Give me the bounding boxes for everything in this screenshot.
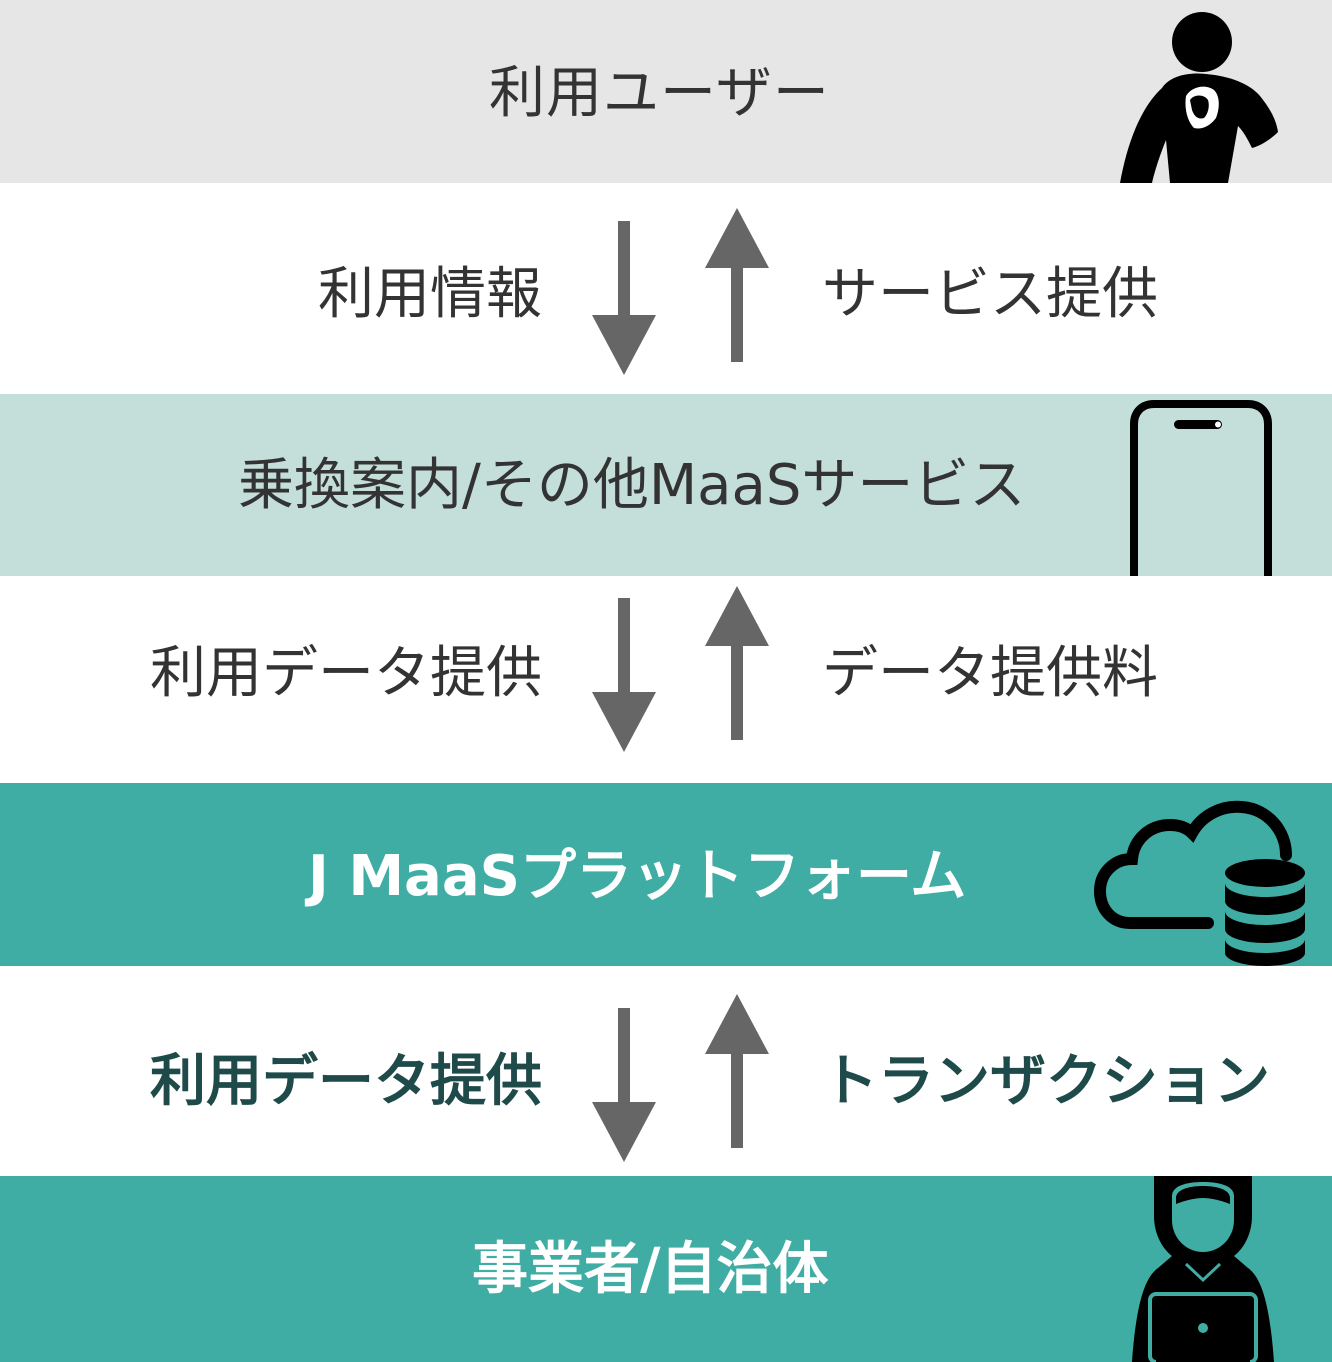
operator-layer: 事業者/自治体 [0, 1176, 1332, 1362]
flow-user-service: 利用情報 サービス提供 [0, 183, 1332, 394]
platform-layer: J MaaSプラットフォーム [0, 783, 1332, 966]
flow-up-label-transaction: トランザクション [822, 1049, 1270, 1114]
flow-down-label-usage-info: 利用情報 [318, 262, 542, 327]
arrow-up-icon [705, 586, 769, 740]
smartphone-icon [1130, 400, 1272, 576]
arrow-down-icon [592, 598, 656, 752]
arrow-up-icon [705, 208, 769, 362]
operator-laptop-icon [1132, 1176, 1274, 1362]
flow-up-label-data-fee: データ提供料 [822, 641, 1158, 706]
flow-up-label-service-provision: サービス提供 [822, 262, 1158, 327]
arrow-down-icon [592, 1008, 656, 1162]
user-icon [1120, 12, 1278, 183]
flow-service-platform: 利用データ提供 データ提供料 [0, 576, 1332, 783]
platform-layer-label: J MaaSプラットフォーム [308, 844, 967, 909]
service-layer-label: 乗換案内/その他MaaSサービス [238, 453, 1026, 518]
user-layer: 利用ユーザー [0, 0, 1332, 183]
service-layer: 乗換案内/その他MaaSサービス [0, 394, 1332, 576]
cloud-database-icon [1093, 800, 1308, 966]
operator-layer-label: 事業者/自治体 [472, 1237, 829, 1302]
arrow-up-icon [705, 994, 769, 1148]
flow-platform-operator: 利用データ提供 トランザクション [0, 966, 1332, 1176]
user-layer-label: 利用ユーザー [489, 61, 830, 126]
flow-down-label-usage-data-bold: 利用データ提供 [150, 1049, 542, 1114]
flow-down-label-usage-data: 利用データ提供 [150, 641, 542, 706]
arrow-down-icon [592, 221, 656, 375]
